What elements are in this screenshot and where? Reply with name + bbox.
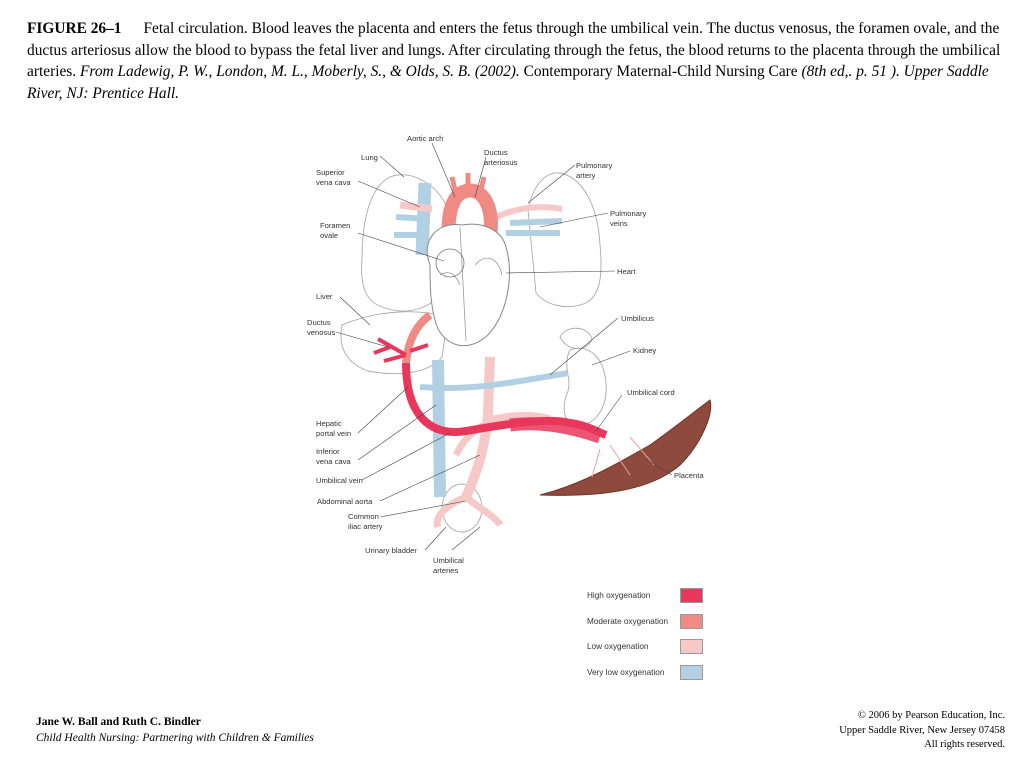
legend-swatch — [680, 665, 703, 680]
footer-credit: Jane W. Ball and Ruth C. Bindler Child H… — [36, 714, 314, 746]
label-umbilical-cord: Umbilical cord — [627, 388, 675, 397]
legend-label: Moderate oxygenation — [587, 617, 668, 626]
label-hepatic-portal-vein-1: Hepatic — [316, 419, 342, 428]
label-ductus-venosus-1: Ductus — [307, 318, 331, 327]
label-common-iliac-artery-1: Common — [348, 512, 379, 521]
label-aortic-arch: Aortic arch — [407, 134, 443, 143]
label-common-iliac-artery-2: iliac artery — [348, 522, 383, 531]
label-urinary-bladder: Urinary bladder — [365, 546, 417, 555]
label-pulmonary-artery-1: Pulmonary — [576, 161, 612, 170]
label-umbilical-arteries-1: Umbilical — [433, 556, 464, 565]
heart — [427, 224, 509, 346]
label-heart: Heart — [617, 267, 636, 276]
adrenal-gland — [560, 328, 592, 348]
legend-label: High oxygenation — [587, 591, 650, 600]
right-lung — [528, 173, 601, 307]
figure-label: FIGURE 26–1 — [27, 20, 122, 37]
label-pulmonary-veins-1: Pulmonary — [610, 209, 646, 218]
ductus-venosus — [406, 315, 430, 363]
legend-swatch — [680, 639, 703, 654]
footer-authors: Jane W. Ball and Ruth C. Bindler — [36, 714, 314, 730]
label-inferior-vena-cava-1: Inferior — [316, 447, 340, 456]
label-umbilicus: Umbilicus — [621, 314, 654, 323]
label-superior-vena-cava-2: vena cava — [316, 178, 351, 187]
right-pulmonary-vessels — [506, 221, 562, 233]
publisher-location: Upper Saddle River, New Jersey 07458 — [839, 724, 1005, 739]
liver — [341, 312, 448, 374]
legend-swatch — [680, 614, 703, 629]
label-superior-vena-cava-1: Superior — [316, 168, 345, 177]
legend-label: Low oxygenation — [587, 642, 648, 651]
rights-line: All rights reserved. — [839, 738, 1005, 753]
footer-book-title: Child Health Nursing: Partnering with Ch… — [36, 730, 314, 746]
label-liver: Liver — [316, 292, 333, 301]
label-umbilical-vein: Umbilical vein — [316, 476, 363, 485]
label-abdominal-aorta: Abdominal aorta — [317, 497, 373, 506]
label-foramen-ovale-2: ovale — [320, 231, 338, 240]
copyright-line: © 2006 by Pearson Education, Inc. — [839, 709, 1005, 724]
caption-book-title: Contemporary Maternal-Child Nursing Care — [524, 63, 798, 80]
liver-branches — [374, 339, 428, 361]
label-ductus-venosus-2: venosus — [307, 328, 335, 337]
caption-source: From Ladewig, P. W., London, M. L., Mobe… — [80, 63, 520, 80]
footer-copyright: © 2006 by Pearson Education, Inc. Upper … — [839, 709, 1005, 753]
label-pulmonary-veins-2: veins — [610, 219, 628, 228]
label-placenta: Placenta — [674, 471, 704, 480]
kidney — [564, 348, 606, 425]
fetal-circulation-diagram: Aortic arch Ductus arteriosus Lung Super… — [270, 125, 730, 580]
label-ductus-arteriosus-2: arteriosus — [484, 158, 518, 167]
label-pulmonary-artery-2: artery — [576, 171, 596, 180]
right-pulmonary-artery — [490, 207, 562, 220]
placenta — [540, 400, 711, 495]
label-ductus-arteriosus-1: Ductus — [484, 148, 508, 157]
label-kidney: Kidney — [633, 346, 656, 355]
legend-swatch — [680, 588, 703, 603]
label-foramen-ovale-1: Foramen — [320, 221, 350, 230]
label-hepatic-portal-vein-2: portal vein — [316, 429, 351, 438]
label-inferior-vena-cava-2: vena cava — [316, 457, 351, 466]
label-lung: Lung — [361, 153, 378, 162]
legend-label: Very low oxygenation — [587, 668, 664, 677]
label-umbilical-arteries-2: arteries — [433, 566, 459, 575]
